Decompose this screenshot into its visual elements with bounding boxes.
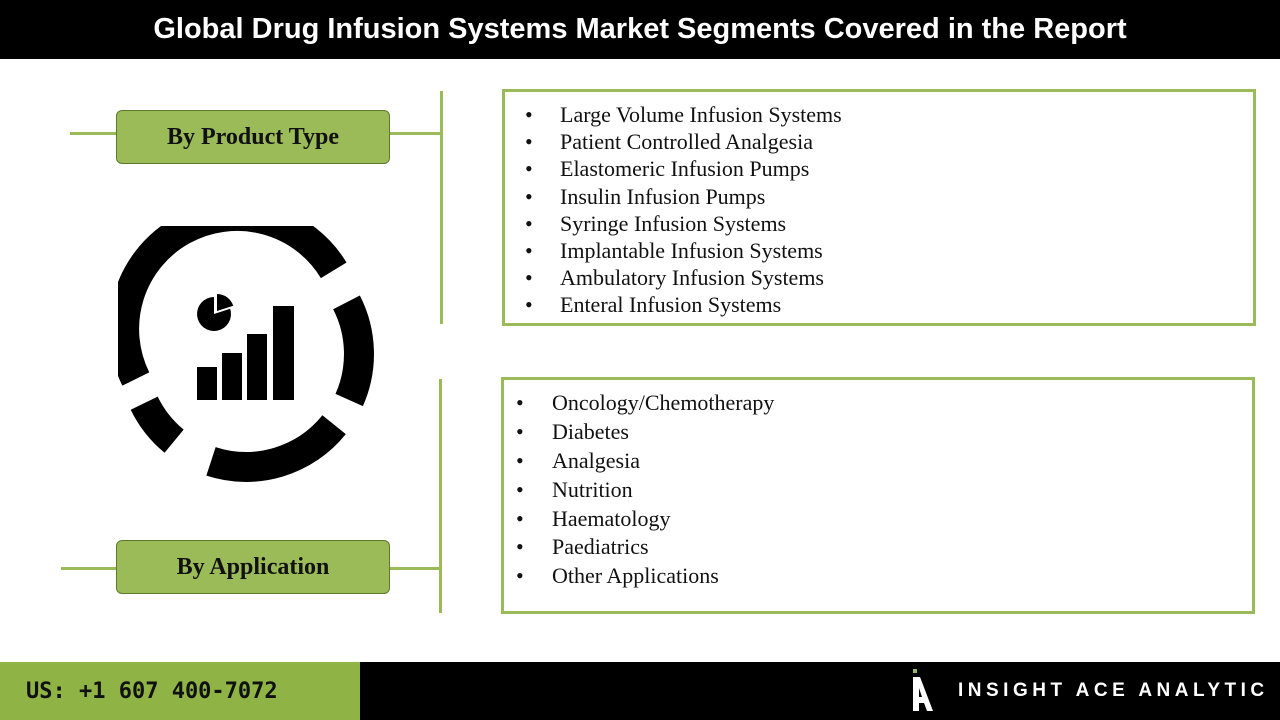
list-item-label: Insulin Infusion Pumps [560, 183, 766, 209]
footer-phone: US: +1 607 400-7072 [0, 662, 360, 720]
bullet-icon: • [525, 129, 533, 155]
list-item: • Syringe Infusion Systems [505, 210, 1253, 237]
list-item-label: Large Volume Infusion Systems [560, 102, 842, 127]
application-list-box: • Oncology/Chemotherapy • Diabetes • Analge… [501, 377, 1255, 614]
list-item-label: Syringe Infusion Systems [560, 210, 787, 236]
segment-label-application: By Application [116, 540, 390, 594]
list-item: • Paediatrics [504, 533, 1252, 562]
list-item: • Enteral Infusion Systems [505, 291, 1253, 318]
list-item: • Elastomeric Infusion Pumps [505, 155, 1253, 182]
bullet-icon: • [525, 183, 533, 209]
list-item-label: Patient Controlled Analgesia [560, 129, 813, 155]
list-item-label: Nutrition [552, 476, 633, 502]
list-item: • Diabetes [504, 418, 1252, 447]
bullet-icon: • [516, 505, 524, 531]
list-item-label: Oncology/Chemotherapy [552, 390, 775, 415]
list-item-label: Diabetes [552, 418, 629, 444]
segment-label-product-type: By Product Type [116, 110, 390, 164]
footer-brand-bar: INSIGHT ACE ANALYTIC [360, 662, 1280, 720]
bullet-icon: • [525, 292, 533, 318]
list-item: • Implantable Infusion Systems [505, 237, 1253, 264]
bullet-icon: • [516, 476, 524, 502]
list-item-label: Ambulatory Infusion Systems [560, 265, 824, 291]
list-item: • Oncology/Chemotherapy [504, 389, 1252, 418]
bullet-icon: • [525, 210, 533, 236]
bullet-icon: • [516, 447, 524, 473]
bullet-icon: • [516, 418, 524, 444]
list-item: • Large Volume Infusion Systems [505, 101, 1253, 128]
list-item: • Other Applications [504, 562, 1252, 591]
insight-ace-logo-icon [910, 667, 936, 713]
list-item-label: Analgesia [552, 447, 640, 473]
bullet-icon: • [516, 563, 524, 589]
list-item: • Insulin Infusion Pumps [505, 183, 1253, 210]
list-item: • Analgesia [504, 447, 1252, 476]
list-item-label: Implantable Infusion Systems [560, 237, 823, 263]
bullet-icon: • [516, 390, 524, 415]
bullet-icon: • [525, 102, 533, 127]
page-title: Global Drug Infusion Systems Market Segm… [0, 0, 1280, 59]
product-type-list-box: • Large Volume Infusion Systems • Patient … [502, 89, 1256, 326]
connector-line [390, 132, 442, 135]
list-item-label: Enteral Infusion Systems [560, 292, 782, 318]
list-item: • Haematology [504, 505, 1252, 534]
list-item-label: Other Applications [552, 563, 719, 589]
list-item: • Patient Controlled Analgesia [505, 128, 1253, 155]
bullet-icon: • [525, 265, 533, 291]
list-item-label: Haematology [552, 505, 671, 531]
connector-line [439, 379, 442, 613]
list-item-label: Paediatrics [552, 534, 649, 560]
connector-line [390, 567, 442, 570]
bullet-icon: • [525, 156, 533, 182]
bullet-icon: • [525, 237, 533, 263]
list-item: • Ambulatory Infusion Systems [505, 264, 1253, 291]
list-item-label: Elastomeric Infusion Pumps [560, 156, 810, 182]
analytics-chart-icon [109, 200, 374, 482]
bullet-icon: • [516, 534, 524, 560]
brand-name: INSIGHT ACE ANALYTIC [958, 680, 1269, 701]
list-item: • Nutrition [504, 476, 1252, 505]
connector-line [70, 132, 117, 135]
connector-line [440, 91, 443, 324]
connector-line [61, 567, 117, 570]
